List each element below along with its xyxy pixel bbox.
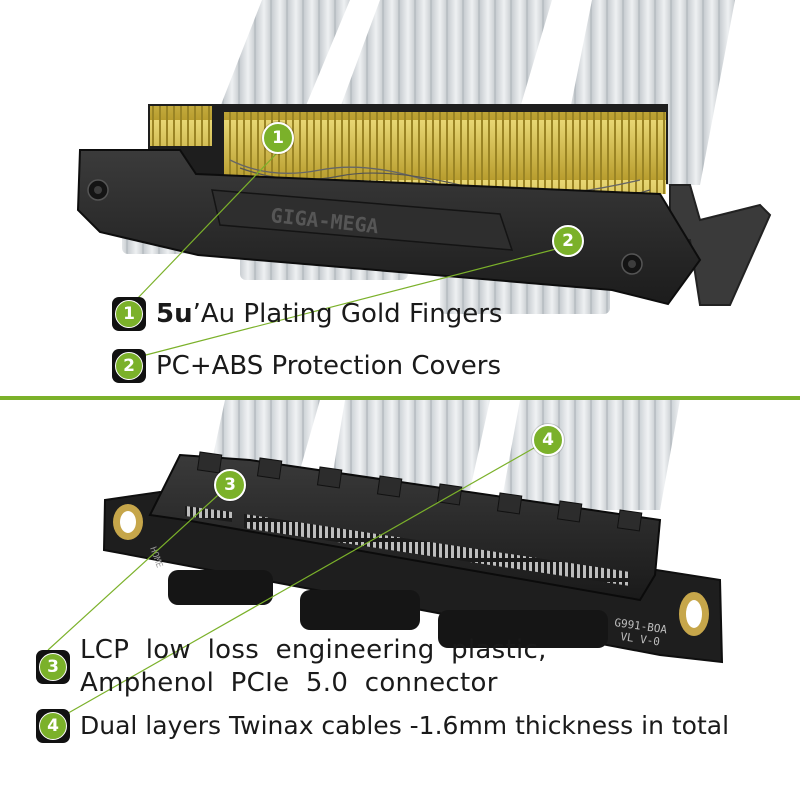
callout-1: 1 <box>262 122 294 154</box>
cable-stub <box>438 610 608 648</box>
twinax-cable <box>330 0 552 135</box>
feature-1-text: 5u’Au Plating Gold Fingers <box>156 298 503 329</box>
feature-2-badge: 2 <box>112 349 146 383</box>
slot-pin-row <box>244 514 630 586</box>
twinax-cable <box>210 400 320 470</box>
feature-3: 3 LCP low loss engineering plastic, Amph… <box>36 634 547 699</box>
gold-finger-connector-photo: GIGA-MEGA <box>76 0 772 357</box>
feature-4: 4 Dual layers Twinax cables -1.6mm thick… <box>36 709 729 743</box>
cable-stub <box>168 570 273 605</box>
feature-1: 1 5u’Au Plating Gold Fingers <box>112 297 502 331</box>
feature-4-badge: 4 <box>36 709 70 743</box>
callout-2: 2 <box>552 225 584 257</box>
pcie-slot-connector-photo: HOME G991-BOA VL V-0 <box>47 400 724 721</box>
mounting-hole-left <box>113 504 143 540</box>
mounting-hole-right <box>679 592 709 636</box>
callout-3: 3 <box>214 469 246 501</box>
section-divider <box>0 396 800 400</box>
feature-3-badge: 3 <box>36 649 70 684</box>
twinax-cable <box>500 400 680 510</box>
feature-1-badge: 1 <box>112 297 146 331</box>
gold-fingers-short <box>150 106 212 146</box>
feature-2-text: PC+ABS Protection Covers <box>156 350 502 381</box>
twinax-cable <box>215 0 350 120</box>
slot-pin-row <box>185 506 232 522</box>
feature-3-text: LCP low loss engineering plastic, Amphen… <box>80 635 547 698</box>
feature-2: 2 PC+ABS Protection Covers <box>112 349 501 383</box>
cable-stub <box>300 590 420 630</box>
feature-4-text: Dual layers Twinax cables -1.6mm thickne… <box>80 711 730 741</box>
side-label-right-2: VL V-0 <box>620 630 661 648</box>
callout-4: 4 <box>532 424 564 456</box>
twinax-cable <box>330 400 490 490</box>
